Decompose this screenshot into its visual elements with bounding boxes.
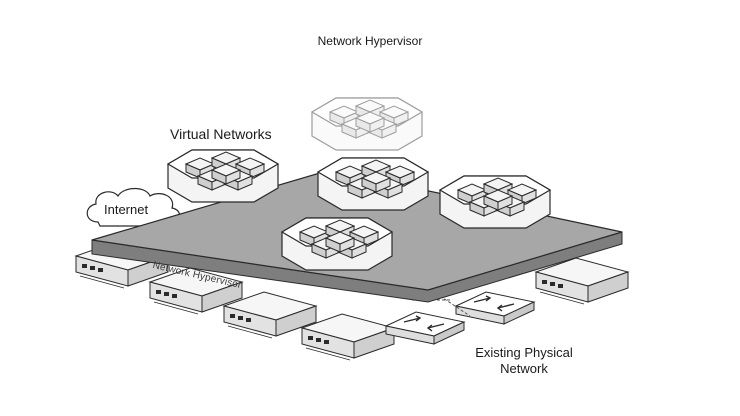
virtual-network-icon (168, 150, 278, 202)
switch-icon (455, 291, 535, 325)
internet-label: Internet (104, 202, 149, 217)
virtual-network-icon (440, 176, 550, 228)
switch-icon (385, 311, 465, 345)
virtual-networks-label: Virtual Networks (170, 126, 272, 142)
virtual-network-icon (312, 98, 422, 150)
cloud-icon (86, 187, 181, 227)
virtual-network-icon (282, 218, 392, 270)
diagram-title: Network Hypervisor (317, 34, 423, 48)
physical-switches (385, 291, 535, 345)
physical-network-label: Existing Physical Network (475, 345, 573, 376)
virtual-network-icon (318, 158, 428, 210)
